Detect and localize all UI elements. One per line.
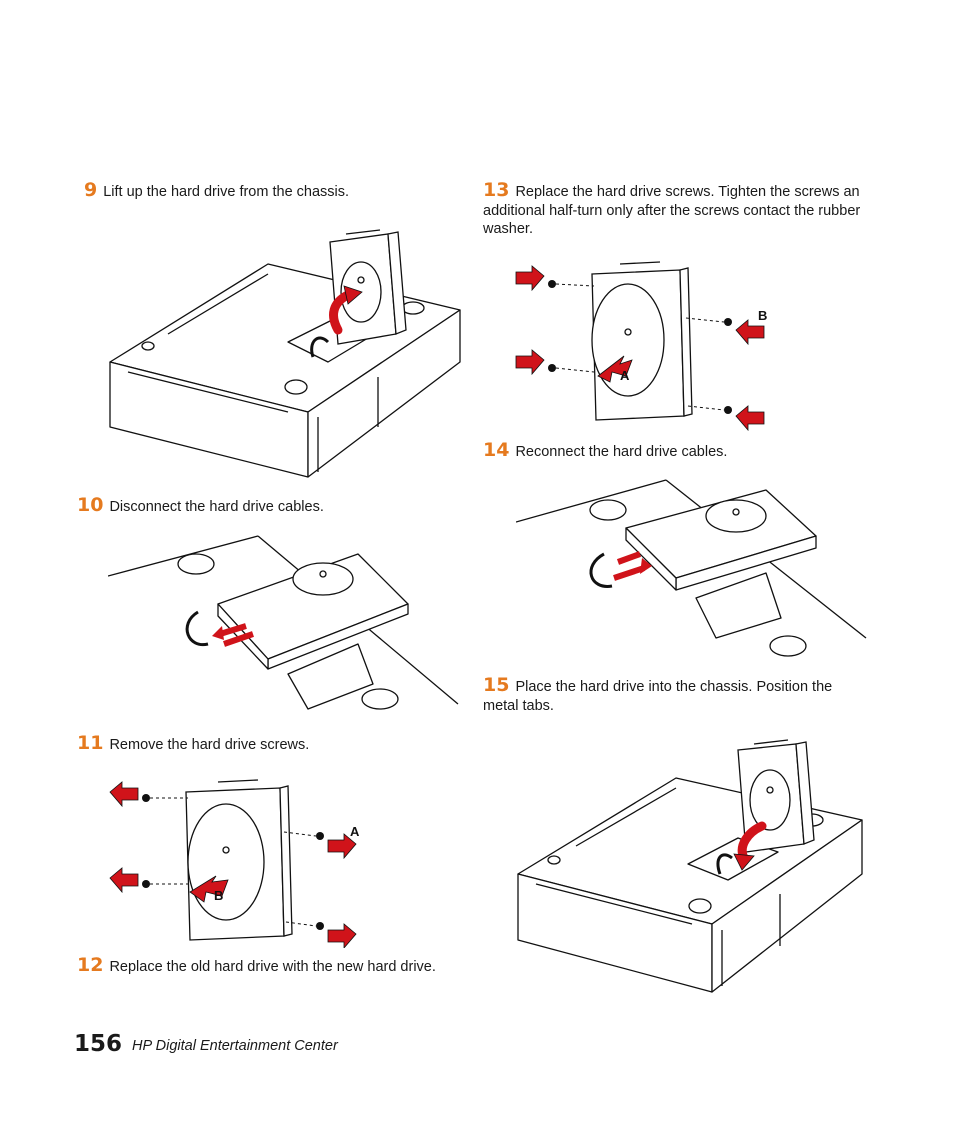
callout-b: B [214,888,223,903]
step-number: 11 [77,732,104,754]
step-12: 12 Replace the old hard drive with the ne… [77,956,477,977]
page-number: 156 [74,1031,123,1057]
callout-b: B [758,308,767,323]
step-number: 13 [483,179,510,201]
step-text: Replace the old hard drive with the new … [109,959,436,975]
step-text: Reconnect the hard drive cables. [515,444,728,460]
step-text: Place the hard drive into the chassis. P… [483,679,833,714]
step-number: 14 [483,439,510,461]
footer-title: HP Digital Entertainment Center [132,1038,338,1054]
figure-reconnect-cables [516,478,872,668]
figure-remove-screws: A B [108,772,368,948]
step-10: 10 Disconnect the hard drive cables. [77,496,457,517]
callout-a: A [620,368,630,383]
step-number: 12 [77,954,104,976]
step-text: Replace the hard drive screws. Tighten t… [483,184,861,237]
figure-disconnect-cables [108,534,468,726]
step-text: Disconnect the hard drive cables. [109,499,324,515]
step-14: 14 Reconnect the hard drive cables. [483,441,863,462]
figure-place-drive [516,734,868,996]
step-number: 15 [483,674,510,696]
figure-lift-drive [108,222,468,480]
step-number: 10 [77,494,104,516]
step-11: 11 Remove the hard drive screws. [77,734,457,755]
callout-a: A [350,824,360,839]
step-text: Remove the hard drive screws. [109,737,310,753]
step-number: 9 [84,179,98,201]
figure-replace-screws: B A [514,256,770,432]
step-text: Lift up the hard drive from the chassis. [103,184,350,200]
step-9: 9 Lift up the hard drive from the chassis… [84,181,464,202]
